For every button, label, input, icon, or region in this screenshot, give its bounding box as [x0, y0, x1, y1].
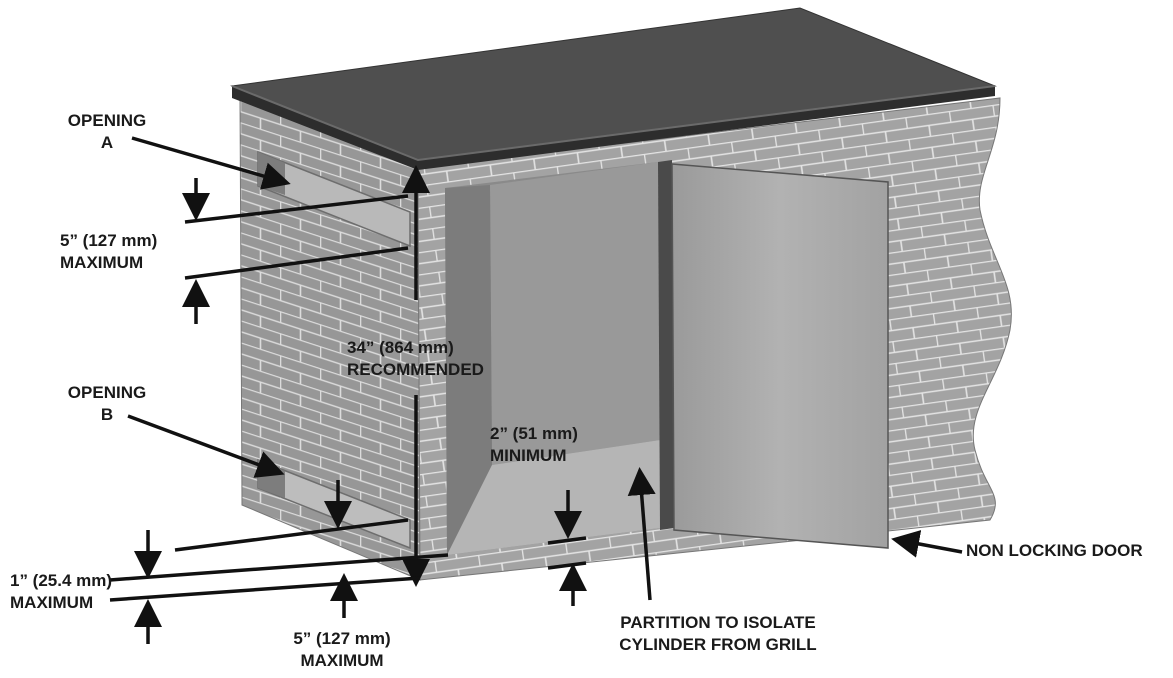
leader-lines: [109, 136, 963, 644]
label-5in-bottom: 5” (127 mm) MAXIMUM: [293, 629, 391, 670]
interior-back-wall: [490, 162, 660, 465]
interior-floor: [447, 440, 660, 555]
label-opening-b: OPENING B: [67, 383, 147, 424]
roof-highlight: [231, 85, 996, 162]
non-locking-door: [671, 163, 889, 549]
leader-opening-a: [131, 136, 291, 190]
label-opening-a: OPENING A: [67, 111, 147, 152]
interior-left-wall: [445, 185, 492, 555]
label-5in-top: 5” (127 mm) MAXIMUM: [60, 231, 158, 272]
leader-opening-b: [127, 414, 285, 478]
partition: [658, 160, 674, 530]
label-door: NON LOCKING DOOR: [966, 541, 1143, 560]
label-1in: 1” (25.4 mm) MAXIMUM: [10, 571, 113, 612]
label-partition: PARTITION TO ISOLATE CYLINDER FROM GRILL: [619, 613, 817, 654]
label-34in: 34” (864 mm) RECOMMENDED: [347, 338, 484, 379]
leader-partition: [627, 467, 656, 601]
label-2in: 2” (51 mm) MINIMUM: [490, 424, 578, 465]
leader-door: [891, 530, 963, 558]
